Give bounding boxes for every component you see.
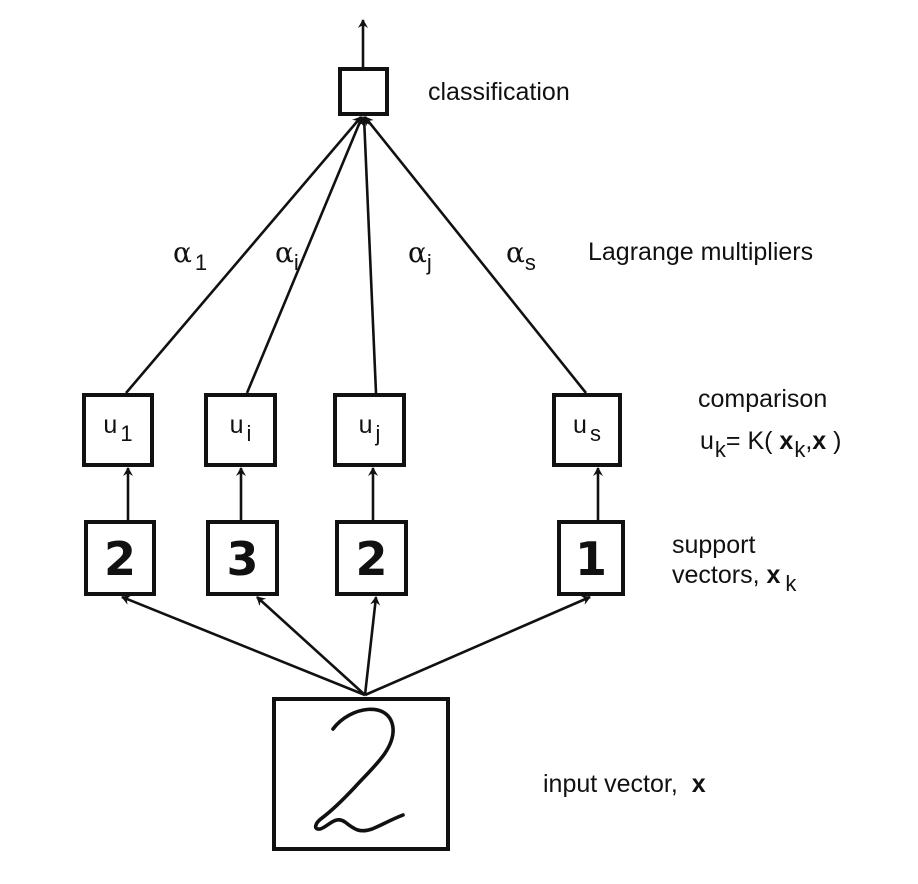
input-vector-label: input vector, x: [543, 770, 706, 799]
support-vector-node-4: 1: [557, 520, 625, 596]
support-vectors-line2: vectors,: [672, 561, 760, 589]
support-vector-digit: 2: [355, 532, 388, 586]
input-to-sv2-arrow: [256, 596, 366, 696]
support-vector-node-2: 3: [206, 520, 279, 596]
formula-arg1-subscript: k: [794, 437, 806, 462]
alpha-subscript: i: [293, 250, 299, 275]
classification-label: classification: [428, 78, 570, 106]
alpha-subscript: s: [524, 250, 536, 275]
alpha-j-label: αj: [408, 236, 432, 275]
input-to-sv1-arrow: [121, 595, 366, 697]
input-to-sv3-arrow: [363, 596, 381, 696]
u-subscript: i: [246, 421, 252, 446]
input-vector-node: [272, 697, 450, 851]
edge-alpha-j: [359, 116, 378, 394]
support-vector-digit: 3: [226, 532, 259, 586]
u-symbol: u: [229, 411, 244, 439]
alpha-subscript: 1: [194, 250, 208, 275]
support-vector-node-1: 2: [84, 520, 156, 596]
input-vector-var: x: [691, 770, 706, 798]
formula-close: ): [826, 427, 842, 455]
u-subscript: 1: [120, 421, 133, 446]
alpha-subscript: j: [426, 250, 432, 275]
support-vector-digit: 1: [574, 532, 607, 586]
u-symbol: u: [358, 411, 373, 439]
edge-alpha-s: [363, 116, 588, 394]
edge-alpha-i: [245, 116, 364, 394]
support-vectors-line1: support: [672, 531, 756, 559]
u-symbol: u: [573, 411, 587, 439]
formula-equals: =: [725, 427, 741, 455]
u-subscript: s: [589, 421, 601, 446]
support-vectors-var: x: [766, 561, 781, 589]
support-vector-digit: 2: [103, 532, 136, 586]
edge-alpha-1: [125, 116, 362, 394]
formula-lhs: u: [700, 427, 714, 455]
formula-arg2: x: [812, 427, 827, 455]
input-to-sv4-arrow: [364, 595, 591, 697]
alpha-symbol: α: [173, 236, 192, 269]
comparison-label: comparison: [698, 385, 828, 413]
alpha-i-label: αi: [275, 236, 299, 275]
input-vector-text: input vector,: [543, 770, 678, 798]
classification-node: [338, 67, 389, 116]
alpha-symbol: α: [506, 236, 525, 269]
support-vectors-var-subscript: k: [785, 571, 797, 596]
u-subscript: j: [375, 421, 381, 446]
u-symbol: u: [103, 411, 118, 439]
lagrange-multipliers-label: Lagrange multipliers: [588, 238, 814, 266]
formula-lhs-subscript: k: [714, 437, 726, 462]
kernel-formula: uk= K( xk,x ): [700, 427, 842, 462]
input-handwritten-digit: [313, 707, 405, 833]
support-vector-node-3: 2: [335, 520, 408, 596]
formula-sep: ,: [805, 427, 813, 455]
formula-kernel: K(: [747, 427, 773, 455]
alpha-s-label: αs: [506, 236, 536, 275]
alpha-symbol: α: [408, 236, 427, 269]
alpha-symbol: α: [275, 236, 294, 269]
formula-arg1: x: [779, 427, 794, 455]
